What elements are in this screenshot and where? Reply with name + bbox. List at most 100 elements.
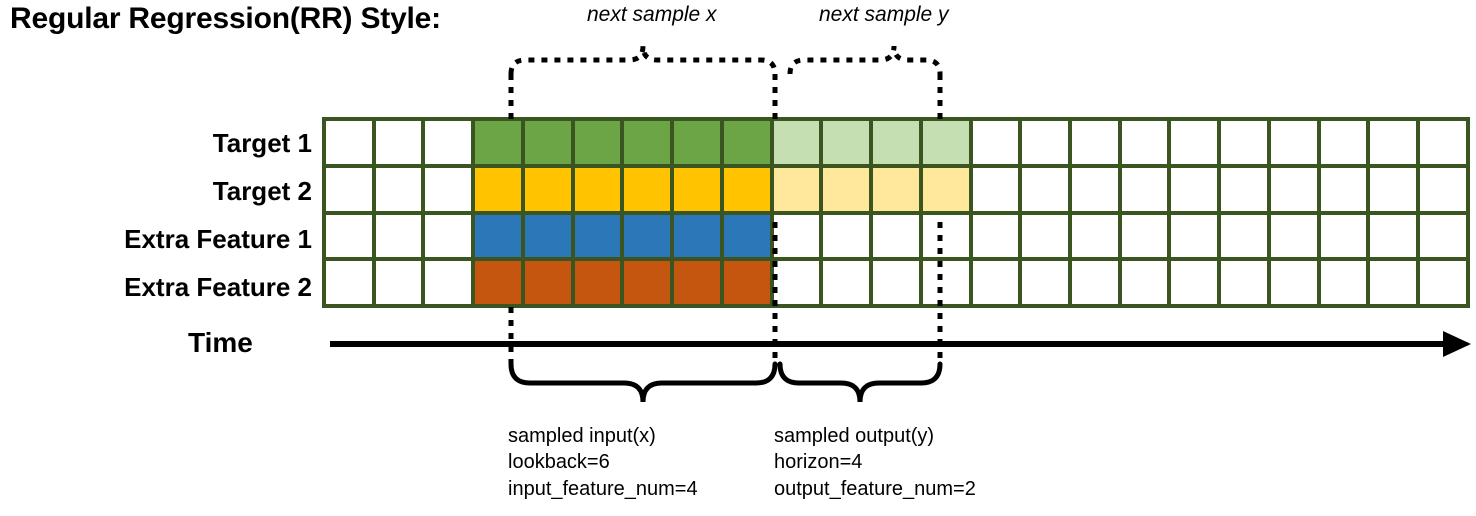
grid-cell	[972, 167, 1019, 211]
grid-cell	[674, 261, 720, 304]
row-label-extra-feature-1: Extra Feature 1	[124, 224, 312, 254]
grid-cell	[574, 214, 621, 258]
grid-cell	[524, 167, 571, 211]
caption-sampled-input-line3: input_feature_num=4	[508, 477, 698, 500]
grid-cell	[1320, 167, 1367, 211]
grid-cell	[326, 121, 372, 164]
grid-cell	[1121, 261, 1168, 304]
grid-cell	[1320, 261, 1367, 304]
grid-cell	[823, 167, 870, 211]
grid-cell	[1320, 214, 1367, 258]
grid-row-target-2	[326, 167, 1466, 211]
bottom-brace-sampled-output	[777, 361, 943, 403]
row-label-extra-feature-2: Extra Feature 2	[124, 272, 312, 302]
grid-cell	[1171, 214, 1218, 258]
grid-cell	[972, 261, 1019, 304]
grid-cell	[574, 121, 621, 164]
grid-cell	[1221, 214, 1267, 258]
caption-sampled-output-line2: horizon=4	[774, 451, 863, 474]
grid-cell	[972, 214, 1019, 258]
grid-cell	[1420, 167, 1466, 211]
grid-cell	[425, 261, 472, 304]
grid-cell	[524, 121, 571, 164]
top-brace-next-sample-y	[787, 45, 943, 75]
grid-cell	[524, 214, 571, 258]
grid-cell	[1270, 214, 1317, 258]
grid-cell	[823, 214, 870, 258]
grid-cell	[375, 261, 422, 304]
grid-cell	[1072, 261, 1118, 304]
grid-cell	[823, 121, 870, 164]
caption-sampled-output-line3: output_feature_num=2	[774, 477, 976, 500]
grid-cell	[1370, 121, 1417, 164]
grid-cell	[475, 167, 521, 211]
grid-row-extra-feature-2	[326, 261, 1466, 304]
grid-cell	[674, 167, 720, 211]
grid-cell	[873, 121, 919, 164]
grid-cell	[624, 121, 671, 164]
grid-cell	[1420, 261, 1466, 304]
grid-row-extra-feature-1	[326, 214, 1466, 258]
grid-cell	[873, 214, 919, 258]
grid-cell	[723, 167, 770, 211]
grid-cell	[773, 214, 820, 258]
grid-cell	[873, 167, 919, 211]
grid-cell	[1370, 261, 1417, 304]
time-axis-arrow	[330, 331, 1471, 357]
grid-cell	[922, 167, 969, 211]
grid-cell	[1072, 121, 1118, 164]
grid-cell	[1121, 214, 1168, 258]
grid-cell	[1171, 261, 1218, 304]
grid-cell	[1121, 121, 1168, 164]
grid-cell	[326, 214, 372, 258]
grid-cell	[475, 121, 521, 164]
grid-cell	[723, 261, 770, 304]
grid-cell	[1221, 261, 1267, 304]
grid-cell	[1171, 167, 1218, 211]
grid-cell	[425, 214, 472, 258]
grid-cell	[922, 121, 969, 164]
grid-row-target-1	[326, 121, 1466, 164]
grid-cell	[773, 167, 820, 211]
grid-cell	[922, 261, 969, 304]
grid-cell	[1370, 167, 1417, 211]
grid-cell	[1121, 167, 1168, 211]
grid-cell	[1022, 261, 1069, 304]
grid-cell	[1270, 261, 1317, 304]
grid-cell	[624, 261, 671, 304]
grid-cell	[1370, 214, 1417, 258]
grid-cell	[1022, 167, 1069, 211]
top-brace-next-sample-x	[508, 45, 778, 75]
grid-cell	[524, 261, 571, 304]
grid-cell	[326, 167, 372, 211]
grid-cell	[823, 261, 870, 304]
grid-cell	[1420, 121, 1466, 164]
timeline-grid	[322, 117, 1470, 308]
page-title: Regular Regression(RR) Style:	[10, 2, 441, 35]
grid-cell	[773, 121, 820, 164]
grid-cell	[574, 261, 621, 304]
grid-cell	[1072, 167, 1118, 211]
grid-cell	[425, 167, 472, 211]
grid-cell	[326, 261, 372, 304]
grid-cell	[475, 214, 521, 258]
caption-sampled-output: sampled output(y) horizon=4 output_featu…	[774, 423, 976, 502]
row-label-target-1: Target 1	[212, 128, 312, 158]
grid-cell	[773, 261, 820, 304]
grid-cell	[1320, 121, 1367, 164]
row-label-target-2: Target 2	[212, 176, 312, 206]
grid-cell	[1221, 167, 1267, 211]
grid-cell	[723, 214, 770, 258]
caption-sampled-output-line1: sampled output(y)	[774, 425, 935, 447]
grid-cell	[574, 167, 621, 211]
grid-cell	[375, 167, 422, 211]
grid-cell	[1072, 214, 1118, 258]
grid-cell	[1270, 121, 1317, 164]
grid-cell	[674, 121, 720, 164]
grid-cell	[1270, 167, 1317, 211]
caption-sampled-input: sampled input(x) lookback=6 input_featur…	[508, 423, 698, 502]
grid-cell	[1022, 214, 1069, 258]
grid-cell	[375, 214, 422, 258]
grid-cell	[674, 214, 720, 258]
grid-cell	[1022, 121, 1069, 164]
